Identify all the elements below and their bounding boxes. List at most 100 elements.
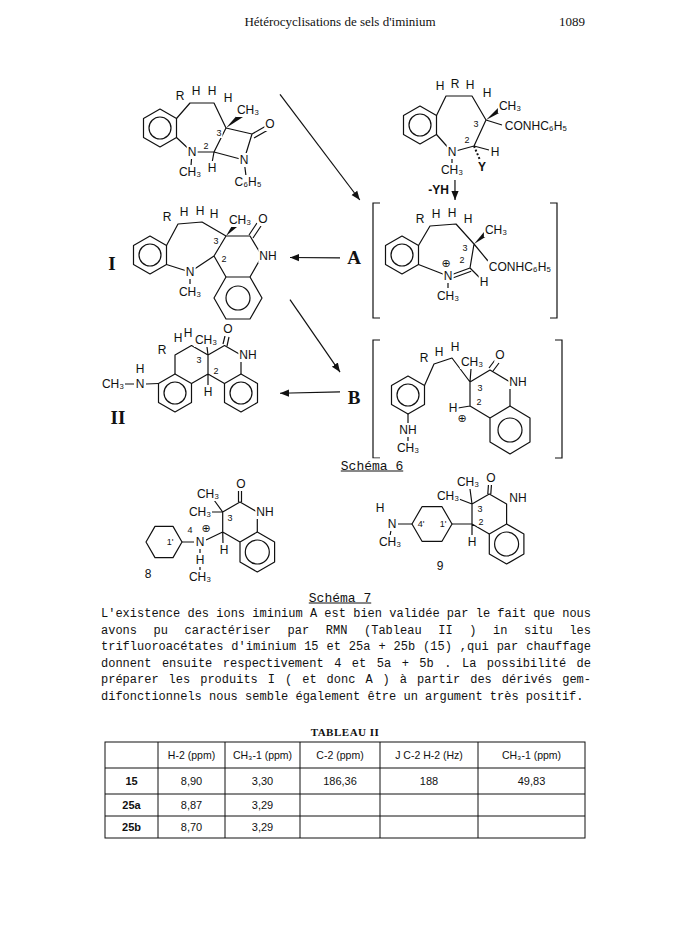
- atom-label: CH₃: [101, 377, 125, 391]
- structure-bonds: [167, 222, 263, 284]
- atom-label: NH: [255, 505, 274, 519]
- atom-label: H: [207, 84, 218, 98]
- table-cell: 3,29: [251, 799, 274, 811]
- atom-label: O: [494, 348, 505, 362]
- reaction-arrow: [290, 257, 340, 259]
- atom-label: CH₃: [498, 99, 522, 113]
- atom-label: NH: [398, 423, 417, 437]
- atom-label: CH₃: [456, 475, 480, 489]
- atom-label: CH₃: [236, 103, 260, 117]
- atom-label: O: [257, 212, 268, 226]
- table-row-label: 25b: [121, 821, 142, 833]
- structure-bonds: [125, 96, 530, 572]
- structure-bonds: [182, 490, 257, 571]
- structure-bonds: [498, 418, 522, 442]
- table-row-label: 15: [124, 775, 138, 787]
- atom-label: CH₃: [460, 355, 484, 369]
- atom-label: CH₃: [228, 213, 252, 227]
- structure-formula: OCH₃CH₃3NH4⊕N1'HHCH₃8: [130, 475, 290, 588]
- structure-formula: RHHHCH₃32ONCH₃HNC₆H₅: [120, 80, 280, 200]
- atom-label: CH₃: [188, 570, 212, 584]
- atom-label: CONHC₆H₅: [488, 260, 552, 274]
- structure-bonds: [474, 146, 480, 160]
- atom-label: O: [485, 471, 496, 485]
- structure-bonds: [397, 384, 419, 406]
- compound-number: A: [346, 247, 362, 269]
- structure-formula: HNCH₃4'1'CH₃CH₃3ONH2H9: [360, 469, 540, 575]
- atom-label: H: [195, 553, 206, 567]
- reaction-arrow: [280, 94, 360, 200]
- table-header: H-2 (ppm): [167, 749, 216, 761]
- table-cell: 188: [419, 775, 439, 787]
- structure-bonds: [146, 526, 182, 557]
- locant-number: 2: [475, 397, 482, 407]
- atom-label: H: [435, 79, 446, 93]
- atom-label: R: [162, 210, 173, 224]
- locant-number: 2: [202, 141, 209, 151]
- locant-number: 3: [195, 355, 202, 365]
- structure-formula: HHCH₃OR3NHHCH₃N2HII: [96, 320, 280, 431]
- atom-label: R: [175, 89, 186, 103]
- structure-bonds: [437, 96, 503, 164]
- table-cell: 3,29: [251, 821, 274, 833]
- atom-label: R: [415, 212, 426, 226]
- atom-label: CH₃: [178, 285, 202, 299]
- atom-label: N: [187, 145, 198, 159]
- atom-label: O: [264, 117, 275, 131]
- atom-label: H: [191, 84, 202, 98]
- table-cell: 186,36: [322, 775, 358, 787]
- table-cell: 3,30: [251, 775, 274, 787]
- structure-bonds: [419, 224, 489, 288]
- atom-label: N: [447, 145, 458, 159]
- compound-number: 8: [144, 567, 153, 581]
- atom-label: NH: [508, 491, 527, 505]
- atom-label: R: [157, 343, 168, 357]
- locant-number: 2: [477, 517, 484, 527]
- arrow-label: -YH: [427, 183, 450, 197]
- atom-label: H: [450, 340, 461, 354]
- atom-label: CH₃: [178, 165, 202, 179]
- structure-bonds: [164, 382, 186, 404]
- structure-bonds: [408, 358, 510, 442]
- atom-label: CH₃: [440, 163, 464, 177]
- structure-bonds: [412, 507, 452, 542]
- intermediate-bracket: [373, 340, 380, 458]
- atom-label: H: [490, 145, 501, 159]
- atom-label: H: [209, 207, 220, 221]
- body-text: L'existence des ions iminium A est bien …: [100, 606, 592, 705]
- atom-label: H: [434, 345, 445, 359]
- structure-bonds: [139, 244, 161, 266]
- structure-bonds: [392, 376, 425, 414]
- locant-number: 3: [461, 243, 468, 253]
- atom-label: O: [222, 322, 233, 336]
- structure-formula: BRHHCH₃O3NHH⊕2NHCH₃: [340, 336, 565, 462]
- locant-number: 3: [476, 383, 483, 393]
- compound-number: II: [110, 407, 127, 429]
- atom-label: N: [185, 265, 196, 279]
- structure-bonds: [390, 484, 507, 536]
- locant-number: 3: [472, 119, 479, 129]
- running-head: Hétérocyclisations de sels d'iminium: [243, 14, 436, 30]
- structure-bonds: [386, 236, 419, 274]
- atom-label: NH: [238, 348, 257, 362]
- locant-number: 3: [215, 128, 222, 138]
- atom-label: N: [195, 535, 206, 549]
- reaction-arrow: [290, 300, 340, 372]
- table-header: C-2 (ppm): [315, 749, 364, 761]
- locant-number: 2: [458, 255, 465, 265]
- scheme-caption: Schéma 7: [308, 591, 372, 606]
- atom-label: H: [465, 78, 476, 92]
- atom-label: H: [135, 362, 146, 376]
- atom-label: H: [482, 86, 493, 100]
- atom-label: H: [207, 161, 218, 175]
- atom-label: CH₃: [436, 289, 460, 303]
- table-grid: [105, 742, 585, 838]
- compound-number: B: [347, 387, 362, 409]
- locant-number: 1': [439, 519, 448, 529]
- charge-symbol: ⊕: [200, 522, 211, 535]
- structure-bonds: [404, 106, 437, 144]
- compound-number: I: [107, 253, 116, 275]
- atom-label: C₆H₅: [233, 175, 262, 189]
- structure-bonds: [409, 114, 431, 136]
